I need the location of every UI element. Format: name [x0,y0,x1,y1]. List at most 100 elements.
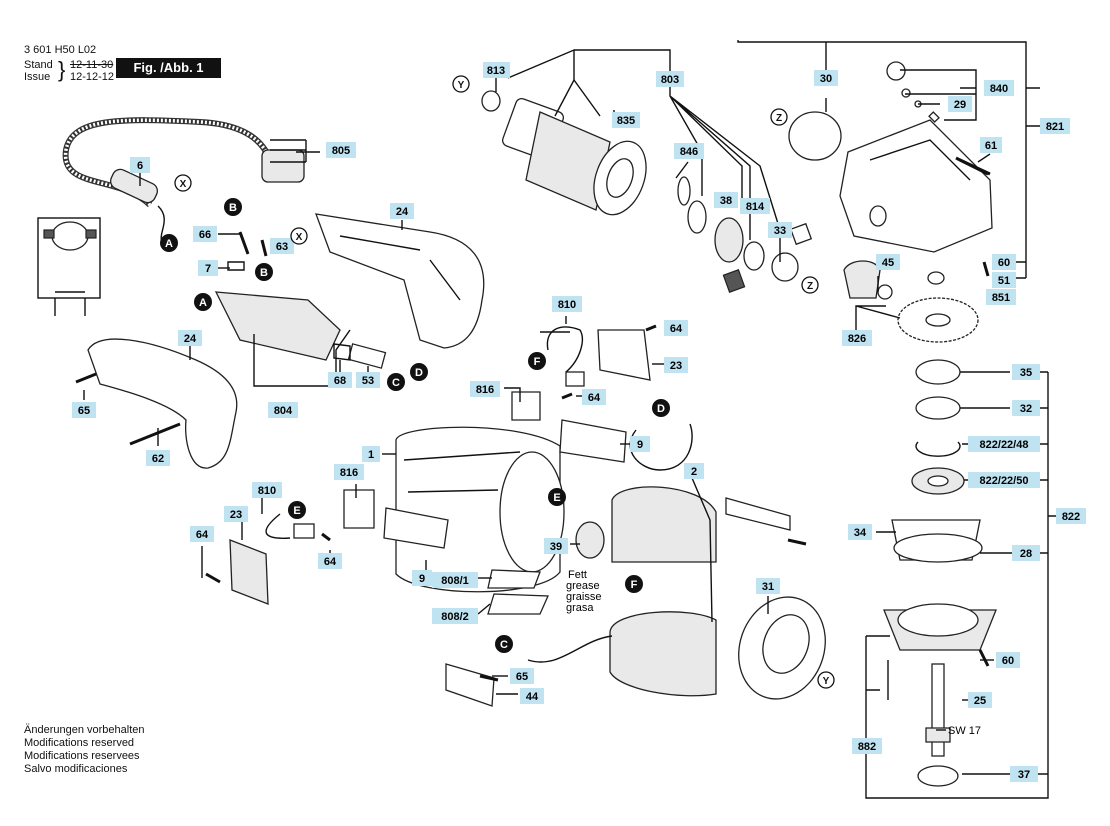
svg-text:1: 1 [368,449,374,461]
part-label-60-bottom: 60 [996,652,1020,668]
svg-text:803: 803 [661,74,679,86]
svg-text:822/22/50: 822/22/50 [980,475,1029,487]
svg-text:30: 30 [820,73,832,85]
svg-text:38: 38 [720,195,732,207]
svg-text:34: 34 [854,527,867,539]
part-label-44: 44 [520,688,544,704]
svg-text:23: 23 [670,360,682,372]
svg-text:835: 835 [617,115,635,127]
part-label-1: 1 [362,446,380,462]
svg-text:808/2: 808/2 [441,611,469,623]
part-label-9-bottom: 9 [412,570,432,586]
svg-text:805: 805 [332,145,350,157]
svg-text:65: 65 [78,405,90,417]
end-cover-drawing [738,596,826,700]
part-label-804: 804 [268,402,298,418]
svg-text:810: 810 [258,485,276,497]
svg-text:810: 810 [558,299,576,311]
part-label-24-bottom: 24 [178,330,202,346]
part-label-51: 51 [992,272,1016,288]
svg-text:814: 814 [746,201,765,213]
part-label-29: 29 [948,96,972,112]
marker-e: E [548,488,566,506]
handle-housing-drawing [315,213,485,349]
part-label-34: 34 [848,524,872,540]
part-label-68: 68 [328,372,352,388]
field-coils-drawing [609,486,717,697]
svg-text:63: 63 [276,241,288,253]
svg-text:846: 846 [680,146,698,158]
marker-y: Y [817,671,835,689]
screw-drawings [75,158,991,682]
marker-d: D [652,399,670,417]
marker-d: D [410,363,428,381]
part-label-64-left: 64 [190,526,214,542]
marker-b: B [255,263,273,281]
svg-text:66: 66 [199,229,211,241]
part-label-2: 2 [684,463,704,479]
svg-text:60: 60 [1002,655,1014,667]
marker-e: E [288,501,306,519]
armature-drawing [501,97,647,216]
part-label-66: 66 [193,226,217,242]
motor-housing-drawing [395,426,565,593]
svg-text:31: 31 [762,581,774,593]
svg-text:Y: Y [458,80,465,91]
svg-text:51: 51 [998,275,1010,287]
note-line: Salvo modificaciones [24,763,128,775]
part-label-65-left: 65 [72,402,96,418]
svg-text:D: D [415,367,423,379]
part-label-23-top: 23 [664,357,688,373]
part-label-810-top: 810 [552,296,582,312]
part-label-7: 7 [198,260,218,276]
part-label-64-middle: 64 [582,389,606,405]
svg-text:29: 29 [954,99,966,111]
part-label-9-top: 9 [630,436,650,452]
stand-label: Stand [24,59,53,71]
note-line: Änderungen vorbehalten [24,724,145,736]
svg-text:808/1: 808/1 [441,575,469,587]
note-line: Modifications reservees [24,750,140,762]
svg-text:62: 62 [152,453,164,465]
svg-text:821: 821 [1046,121,1064,133]
svg-text:C: C [500,639,508,651]
bearings-drawing [481,90,813,293]
svg-text:68: 68 [334,375,346,387]
svg-text:Z: Z [807,281,813,292]
part-label-61: 61 [980,137,1002,153]
svg-text:826: 826 [848,333,866,345]
switch-assembly-drawing [214,291,387,369]
part-label-810-bottom: 810 [252,482,282,498]
svg-text:E: E [293,505,300,517]
brush-holder-drawings [229,326,791,707]
part-label-23-bottom: 23 [224,506,248,522]
marker-f: F [625,575,643,593]
svg-text:64: 64 [324,556,337,568]
svg-text:7: 7 [205,263,211,275]
svg-text:F: F [534,356,541,368]
part-label-822-22-50: 822/22/50 [968,472,1040,488]
part-label-62: 62 [146,450,170,466]
part-label-60-top: 60 [992,254,1016,270]
svg-text:A: A [199,297,207,309]
svg-text:2: 2 [691,466,697,478]
part-label-53: 53 [356,372,380,388]
svg-text:F: F [631,579,638,591]
svg-text:23: 23 [230,509,242,521]
figure-label: Fig. /Abb. 1 [116,58,221,78]
part-label-851: 851 [986,289,1016,305]
svg-text:813: 813 [487,65,505,77]
grease-note-line: grasa [566,602,594,614]
svg-text:24: 24 [396,206,409,218]
svg-text:45: 45 [882,257,894,269]
svg-text:24: 24 [184,333,197,345]
part-label-814: 814 [740,198,770,214]
svg-text:32: 32 [1020,403,1032,415]
svg-text:B: B [260,267,268,279]
svg-text:D: D [657,403,665,415]
part-label-65-bottom: 65 [510,668,534,684]
part-label-816-top: 816 [470,381,500,397]
svg-text:Y: Y [823,676,830,687]
note-line: Modifications reserved [24,737,135,749]
svg-text:61: 61 [985,140,997,152]
